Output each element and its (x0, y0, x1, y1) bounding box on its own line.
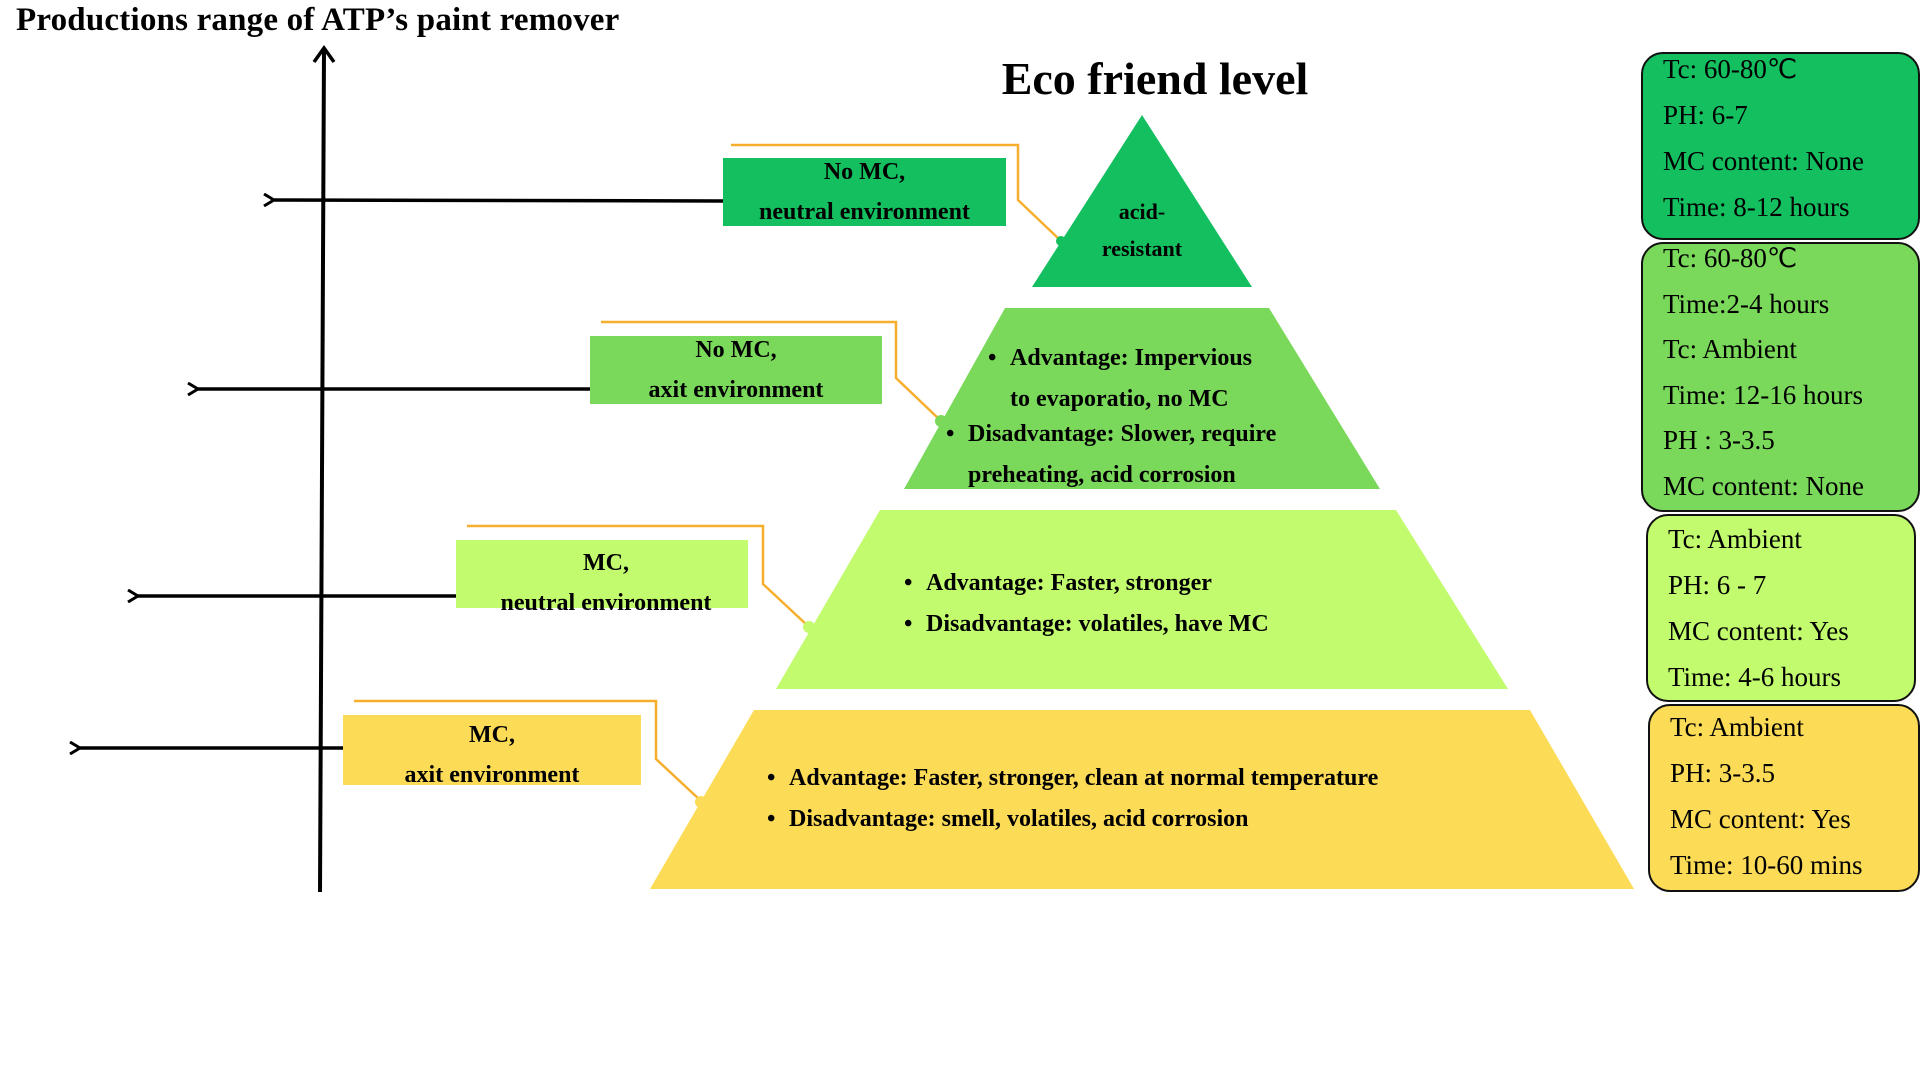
vertical-axis (318, 49, 326, 893)
tier4-disadvantage: Disadvantage: smell, volatiles, acid cor… (767, 799, 1378, 840)
tier1-params-box: Tc: 60-80℃ PH: 6-7 MC content: None Time… (1641, 52, 1920, 240)
tier2-env-box (590, 336, 882, 404)
tier3-env-box (456, 540, 748, 608)
tier4-param: Time: 10-60 mins (1670, 850, 1863, 880)
tier1-arrow (274, 200, 724, 201)
tier2-param: MC content: None (1663, 470, 1864, 501)
tier1-param: Tc: 60-80℃ (1663, 54, 1798, 84)
tier2-param: PH : 3-3.5 (1663, 425, 1775, 455)
tier4-env-line1: MC, (469, 722, 515, 748)
tier3-connector (467, 524, 809, 627)
tier4-env-box (343, 715, 641, 785)
tier1-env-line2: neutral environment (759, 199, 970, 225)
tier3-params-box: Tc: Ambient PH: 6 - 7 MC content: Yes Ti… (1646, 514, 1916, 702)
tier3-env-line1: MC, (583, 550, 629, 576)
tier1-connector (731, 143, 1061, 241)
tier1-apex-label: acid- resistant (1082, 193, 1202, 267)
tier2-env-line2: axit environment (648, 377, 824, 403)
axis-up-arrow-icon (312, 44, 336, 64)
tier2-env-label: No MC, axit environment (590, 330, 882, 410)
tier3-disadvantage: Disadvantage: volatiles, have MC (904, 604, 1269, 645)
tier1-env-box (723, 158, 1006, 226)
tier2-env-line1: No MC, (695, 337, 777, 363)
tier3-env-line2: neutral environment (500, 590, 712, 616)
tier1-env-line1: No MC, (823, 159, 906, 185)
tier3-description: Advantage: Faster, stronger Disadvantage… (904, 563, 1269, 645)
eco-level-title: Eco friend level (1001, 53, 1309, 104)
tier3-env-label: MC, neutral environment (456, 543, 756, 623)
tier2-param: Time: 12-16 hours (1663, 379, 1864, 410)
tier3-param: Tc: Ambient (1668, 524, 1802, 554)
tier4-param: Tc: Ambient (1670, 712, 1804, 742)
tier2-param: Tc: 60-80℃ (1663, 243, 1798, 273)
tier4-param: MC content: Yes (1670, 804, 1851, 834)
tier1-apex-line1: acid- (1118, 199, 1166, 224)
tier2-connector (601, 320, 941, 421)
tier2-disadvantage: Disadvantage: Slower, require (946, 414, 1276, 455)
tier4-advantage: Advantage: Faster, stronger, clean at no… (767, 758, 1378, 799)
tier1-env-label: No MC, neutral environment (723, 152, 1006, 232)
tier1-param: Time: 8-12 hours (1663, 192, 1850, 222)
tier4-description: Advantage: Faster, stronger, clean at no… (767, 758, 1378, 840)
tier2-disadvantage-cont: preheating, acid corrosion (968, 462, 1236, 488)
pyramid-tier1 (1032, 115, 1252, 287)
tier3-param: MC content: Yes (1668, 616, 1849, 646)
tier1-connector-dot (1056, 236, 1066, 246)
tier2-param: Time:2-4 hours (1663, 288, 1830, 319)
tier4-connector-dot (695, 796, 707, 808)
tier3-connector-dot (803, 621, 815, 633)
tier3-param: Time: 4-6 hours (1668, 662, 1842, 692)
tier4-env-line2: axit environment (404, 762, 580, 788)
tier1-apex-line2: resistant (1101, 236, 1183, 261)
tier2-description: Advantage: Impervious to evaporatio, no … (988, 338, 1252, 420)
tier2-advantage-cont: to evaporatio, no MC (1010, 386, 1229, 412)
diagram-title: Productions range of ATP’s paint remover (16, 2, 620, 38)
tier4-env-label: MC, axit environment (343, 715, 641, 795)
tier1-param: PH: 6-7 (1663, 100, 1748, 130)
tier2-connector-dot (935, 415, 947, 427)
tier2-params-box: Tc: 60-80℃ Time:2-4 hours Tc: Ambient Ti… (1641, 242, 1920, 512)
tier2-param: Tc: Ambient (1663, 334, 1797, 364)
tier2-advantage: Advantage: Impervious (988, 338, 1252, 379)
tier4-param: PH: 3-3.5 (1670, 758, 1776, 788)
tier1-param: MC content: None (1663, 146, 1864, 176)
tier3-advantage: Advantage: Faster, stronger (904, 563, 1269, 604)
tier4-params-box: Tc: Ambient PH: 3-3.5 MC content: Yes Ti… (1648, 704, 1920, 892)
tier3-param: PH: 6 - 7 (1668, 570, 1767, 600)
tier2-description-2: Disadvantage: Slower, require preheating… (946, 414, 1276, 496)
tier4-connector (354, 699, 701, 801)
